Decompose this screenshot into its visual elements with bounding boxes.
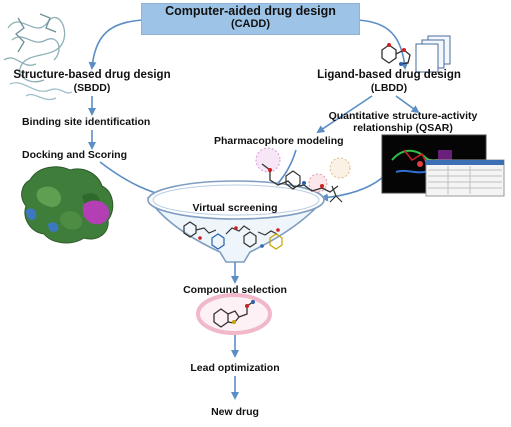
arrow-cadd-to-lbdd xyxy=(357,19,409,70)
cadd-title: Computer-aided drug design xyxy=(165,4,336,18)
virtual-screening-label: Virtual screening xyxy=(192,202,278,214)
ligand-documents-icon xyxy=(381,35,451,73)
sbdd-abbr: (SBDD) xyxy=(73,82,111,94)
arrow-lbdd-to-qsar xyxy=(395,95,420,114)
qsar-screenshot-icon xyxy=(381,134,505,197)
pharmacophore-molecule-icon xyxy=(255,147,351,203)
protein-surface-icon xyxy=(21,166,114,244)
step-binding-site: Binding site identification xyxy=(22,116,151,128)
step-docking-scoring: Docking and Scoring xyxy=(22,149,128,161)
cadd-subtitle: (CADD) xyxy=(230,18,271,30)
cadd-title-box xyxy=(141,3,360,35)
protein-ribbon-icon xyxy=(3,13,73,101)
lbdd-title: Ligand-based drug design xyxy=(317,69,461,81)
selected-compound-icon xyxy=(196,293,272,335)
arrow-cadd-to-sbdd xyxy=(88,19,144,70)
arrow-lbdd-to-pharmacophore xyxy=(316,95,373,134)
sbdd-title: Structure-based drug design xyxy=(13,69,171,81)
qsar-line1: Quantitative structure-activity xyxy=(328,110,478,122)
step-new-drug: New drug xyxy=(211,406,259,418)
qsar-line2: relationship (QSAR) xyxy=(353,122,453,134)
virtual-screening-funnel xyxy=(146,180,327,263)
lbdd-abbr: (LBDD) xyxy=(370,82,408,94)
molecule-library-icon xyxy=(183,221,283,250)
step-lead-optimization: Lead optimization xyxy=(190,362,280,374)
pharmacophore-modeling: Pharmacophore modeling xyxy=(214,135,344,147)
step-compound-selection: Compound selection xyxy=(183,284,287,296)
